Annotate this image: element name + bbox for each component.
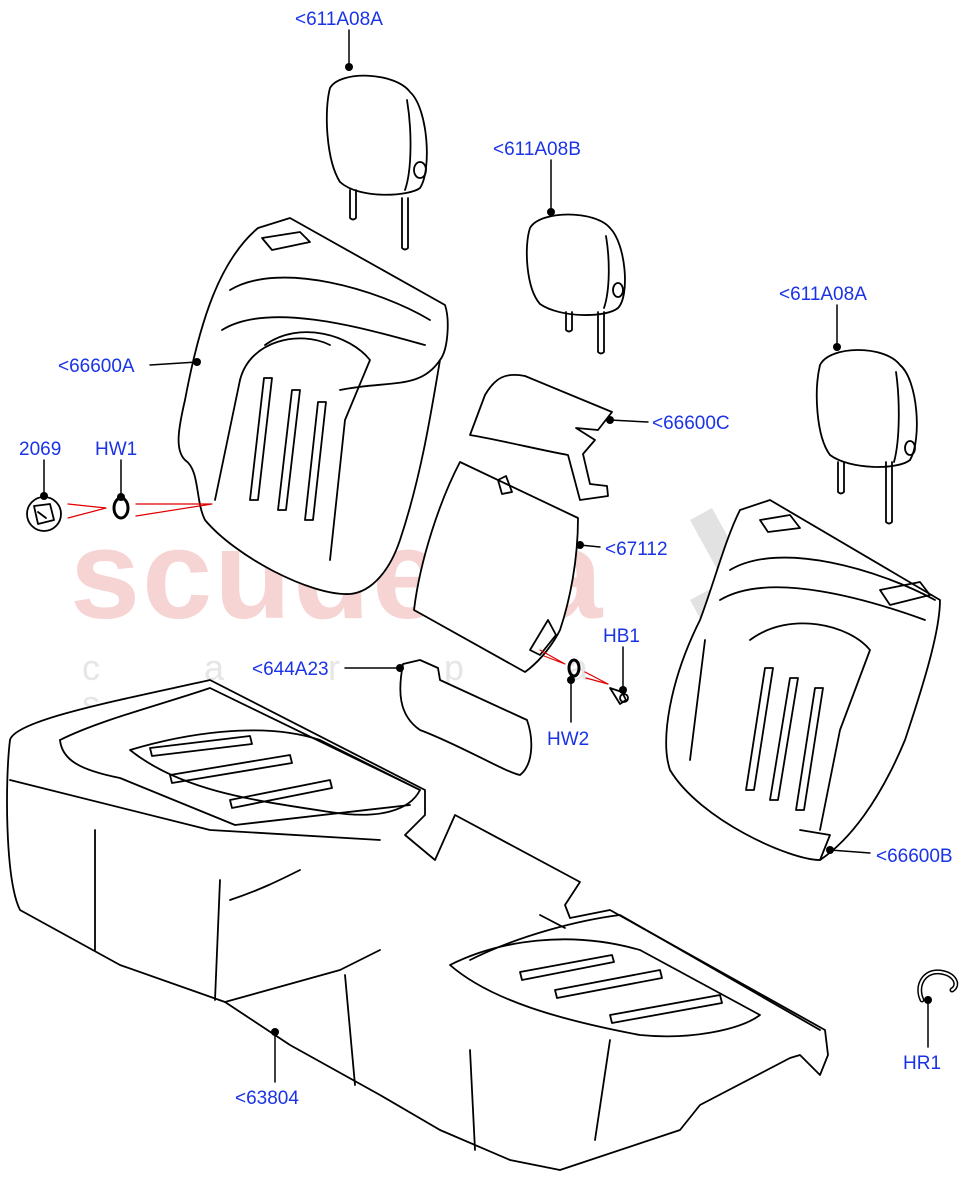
callout-cushion[interactable]: <63804 bbox=[235, 1088, 299, 1109]
washer-hw2-part bbox=[567, 658, 581, 678]
callout-bracket-644a23[interactable]: <644A23 bbox=[252, 659, 329, 680]
callout-seatback-center-upper[interactable]: <66600C bbox=[652, 413, 730, 434]
callout-clip-hr1[interactable]: HR1 bbox=[903, 1053, 942, 1074]
callout-headrest-right[interactable]: <611A08A bbox=[779, 284, 867, 305]
callout-part-2069[interactable]: 2069 bbox=[19, 439, 62, 460]
seatback-left-part bbox=[177, 217, 449, 595]
seatback-right-part bbox=[665, 499, 941, 861]
callout-seatback-right[interactable]: <66600B bbox=[876, 846, 953, 867]
callout-bolt-hb1[interactable]: HB1 bbox=[603, 626, 640, 647]
leader-dots bbox=[40, 63, 932, 1036]
leader-lines bbox=[43, 29, 929, 1083]
seatback-center-upper-part bbox=[469, 373, 613, 501]
bracket-part bbox=[399, 659, 533, 776]
part-2069 bbox=[26, 496, 62, 532]
headrest-left-part bbox=[325, 74, 428, 251]
callout-washer-hw1[interactable]: HW1 bbox=[95, 439, 138, 460]
headrest-center-part bbox=[525, 213, 626, 355]
headrest-right-part bbox=[815, 349, 918, 525]
assembly-direction-lines bbox=[67, 503, 609, 685]
callout-washer-hw2[interactable]: HW2 bbox=[547, 729, 590, 750]
cushion-part bbox=[6, 679, 829, 1171]
callout-seatback-left[interactable]: <66600A bbox=[58, 356, 135, 377]
armrest-panel-part bbox=[413, 461, 579, 673]
bolt-hb1-part bbox=[609, 687, 629, 705]
callout-armrest-panel[interactable]: <67112 bbox=[605, 539, 668, 560]
callout-headrest-center[interactable]: <611A08B bbox=[493, 139, 581, 160]
callout-headrest-left[interactable]: <611A08A bbox=[295, 9, 383, 30]
